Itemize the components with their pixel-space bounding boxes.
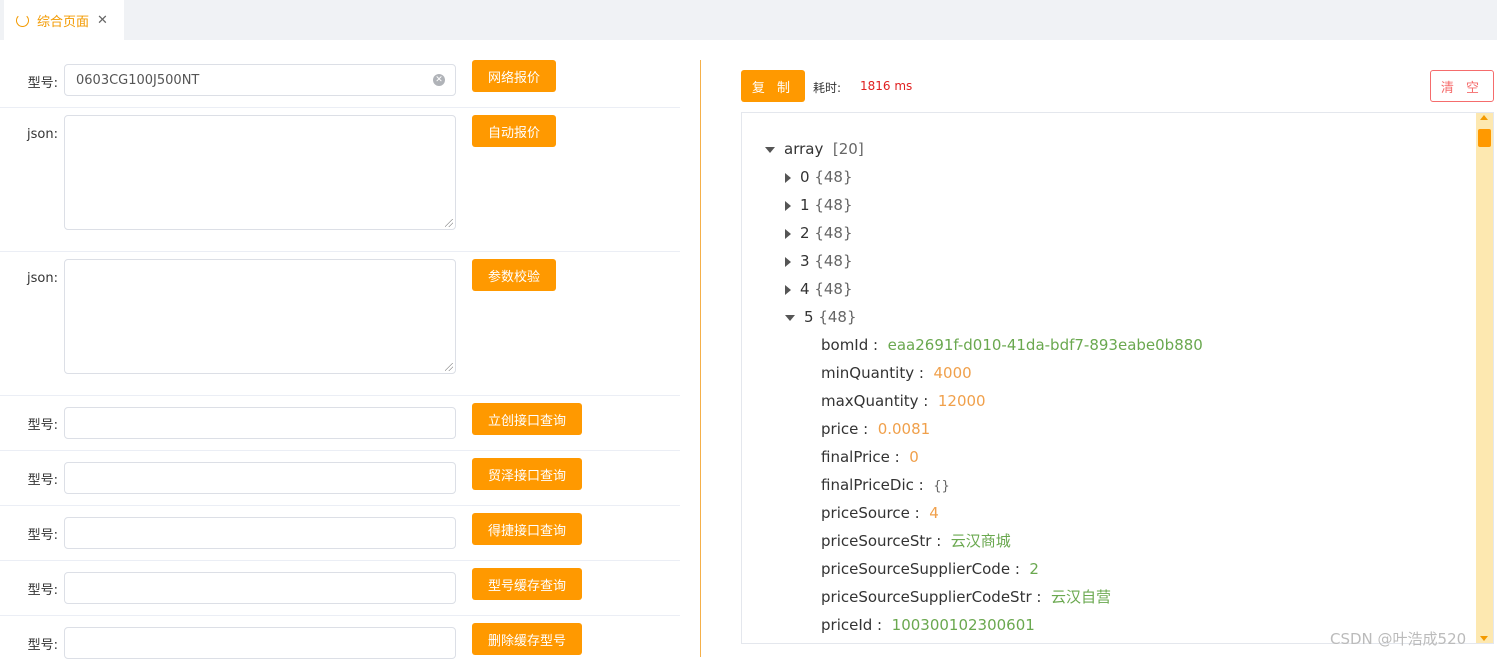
json-viewer: [741, 112, 1494, 644]
model-label: 型号:: [27, 473, 58, 488]
caret-right-icon[interactable]: [785, 200, 791, 211]
clear-input-icon[interactable]: ✕: [433, 74, 445, 86]
tab-comprehensive-page[interactable]: 综合页面 ✕: [4, 0, 124, 40]
model-input-cache-query[interactable]: [64, 572, 456, 604]
model-input-delete-cache[interactable]: [64, 627, 456, 659]
model-input-lichuang[interactable]: [64, 407, 456, 439]
form-row-cache-query: [0, 561, 680, 616]
model-label: 型号:: [27, 528, 58, 543]
caret-right-icon[interactable]: [785, 284, 791, 295]
copy-button[interactable]: 复 制: [741, 70, 805, 102]
lichuang-query-button[interactable]: 立创接口查询: [472, 403, 583, 435]
json-textarea-auto-quote[interactable]: [64, 115, 456, 230]
caret-right-icon[interactable]: [785, 228, 791, 239]
caret-down-icon[interactable]: [785, 314, 795, 321]
loading-icon: [16, 13, 29, 27]
tree-field: finalPrice : 0: [821, 448, 919, 466]
elapsed-time-value: 1816 ms: [860, 79, 913, 93]
tab-label: 综合页面: [37, 14, 90, 30]
tree-field: priceId : 100300102300601: [821, 616, 1035, 634]
panel-divider: [700, 60, 701, 657]
dejie-query-button[interactable]: 得捷接口查询: [472, 513, 583, 545]
json-label: json:: [27, 127, 58, 142]
model-label: 型号:: [27, 583, 58, 598]
form-row-dejie: [0, 506, 680, 561]
param-check-button[interactable]: 参数校验: [472, 259, 557, 291]
tree-field: minQuantity : 4000: [821, 364, 972, 382]
tree-field: priceSourceSupplierCodeStr : 云汉自营: [821, 588, 1112, 606]
model-input-maoze[interactable]: [64, 462, 456, 494]
tree-node-item[interactable]: 3 {48}: [785, 251, 853, 271]
tree-field: finalPriceDic : {}: [821, 476, 950, 494]
model-input-value: 0603CG100J500NT: [76, 72, 200, 88]
caret-right-icon[interactable]: [785, 172, 791, 183]
resize-grip-icon[interactable]: [445, 363, 453, 371]
scroll-down-icon[interactable]: [1480, 636, 1488, 641]
form-row-network-quote: [0, 40, 680, 108]
clear-button[interactable]: 清 空: [1430, 70, 1494, 102]
tree-field: maxQuantity : 12000: [821, 392, 986, 410]
cache-query-button[interactable]: 型号缓存查询: [472, 568, 583, 600]
scroll-up-icon[interactable]: [1480, 115, 1488, 120]
scrollbar-thumb[interactable]: [1478, 129, 1491, 147]
form-row-auto-quote: [0, 108, 680, 252]
tree-field: price : 0.0081: [821, 420, 931, 438]
tree-node-item[interactable]: 2 {48}: [785, 223, 853, 243]
model-label: 型号:: [27, 418, 58, 433]
json-label: json:: [27, 271, 58, 286]
maoze-query-button[interactable]: 贸泽接口查询: [472, 458, 583, 490]
model-input-dejie[interactable]: [64, 517, 456, 549]
tree-node-item[interactable]: 1 {48}: [785, 195, 853, 215]
form-row-param-check: [0, 252, 680, 396]
close-icon[interactable]: ✕: [97, 12, 108, 28]
delete-cache-button[interactable]: 删除缓存型号: [472, 623, 583, 655]
elapsed-time-label: 耗时:: [813, 81, 842, 95]
model-label: 型号:: [27, 638, 58, 653]
model-label: 型号:: [27, 76, 58, 91]
json-viewer-scrollbar[interactable]: [1476, 113, 1493, 643]
tree-field: priceSourceSupplierCode : 2: [821, 560, 1039, 578]
tab-bar: 综合页面 ✕: [0, 0, 1497, 40]
tree-node-item-expanded[interactable]: 5 {48}: [785, 307, 857, 327]
form-row-lichuang: [0, 396, 680, 451]
network-quote-button[interactable]: 网络报价: [472, 60, 557, 92]
model-input[interactable]: 0603CG100J500NT ✕: [64, 64, 456, 96]
auto-quote-button[interactable]: 自动报价: [472, 115, 557, 147]
tree-field: bomId : eaa2691f-d010-41da-bdf7-893eabe0…: [821, 336, 1203, 354]
json-textarea-param-check[interactable]: [64, 259, 456, 374]
tree-node-item[interactable]: 0 {48}: [785, 167, 853, 187]
tree-node-item[interactable]: 4 {48}: [785, 279, 853, 299]
caret-right-icon[interactable]: [785, 256, 791, 267]
watermark: CSDN @叶浩成520: [1330, 630, 1467, 648]
caret-down-icon[interactable]: [765, 146, 775, 153]
tree-field: priceSourceStr : 云汉商城: [821, 532, 1011, 550]
tree-node-root[interactable]: array [20]: [765, 139, 864, 159]
tree-field: priceSource : 4: [821, 504, 939, 522]
resize-grip-icon[interactable]: [445, 219, 453, 227]
form-row-maoze: [0, 451, 680, 506]
